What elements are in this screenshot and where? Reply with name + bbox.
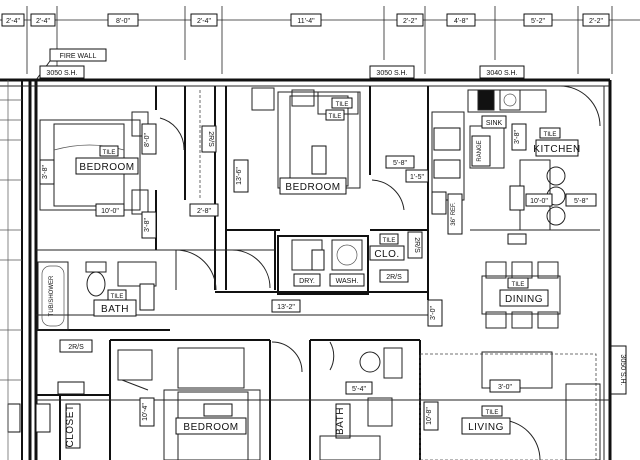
dim-3-0: 3'-0" xyxy=(430,306,437,320)
tile-tag-8: TILE xyxy=(111,294,124,300)
dim-8-0: 8'-0" xyxy=(144,133,151,147)
dim-5-4: 5'-4" xyxy=(352,386,366,393)
tile-tag-3: TILE xyxy=(329,114,342,120)
dim-top-4: 2'-4" xyxy=(197,18,211,25)
dim-kitchen-2: 10'-0" xyxy=(530,198,548,205)
fire-wall-label: FIRE WALL xyxy=(60,53,97,60)
label-refrigerator: 36" REF. xyxy=(451,202,457,226)
window-tag-4: 3050 S.H. xyxy=(619,354,626,385)
dim-10-8: 10'-8" xyxy=(426,407,433,425)
window-tag-1: 3050 S.H. xyxy=(46,70,77,77)
dim-top-9: 2'-2" xyxy=(589,18,603,25)
shelf-tag-2: 2R/S xyxy=(386,274,402,281)
left-bath: TUB/SHOWER BATH TILE xyxy=(37,261,157,331)
dim-1-5: 1'-5" xyxy=(410,174,424,181)
room-clo: CLO. xyxy=(374,249,399,260)
living: 3'-0" LIVING TILE 10'-8" xyxy=(419,351,601,460)
label-range: RANGE xyxy=(477,140,483,161)
room-bath-2: BATH xyxy=(335,407,346,435)
dim-13-6: 13'-6" xyxy=(236,167,243,185)
dim-top-1: 2'-4" xyxy=(6,18,20,25)
dim-top-2: 2'-4" xyxy=(36,18,50,25)
laundry: DRY. WASH. CLO. TILE 2R/S 2R/S 13'-2" 3'… xyxy=(271,231,443,327)
dim-top-6: 2'-2" xyxy=(403,18,417,25)
dim-10-0: 10'-0" xyxy=(101,208,119,215)
room-bedroom-center: BEDROOM xyxy=(285,182,340,193)
closets-top: 2R/S 2'-8" 13'-6" xyxy=(189,125,249,217)
dim-5-8: 5'-8" xyxy=(393,160,407,167)
dim-top-8: 5'-2" xyxy=(531,18,545,25)
dim-2-8: 2'-8" xyxy=(197,208,211,215)
tile-tag-7: TILE xyxy=(486,410,499,416)
room-living: LIVING xyxy=(468,422,504,433)
dim-10-4: 10'-4" xyxy=(142,403,149,421)
window-tag-2: 3050 S.H. xyxy=(376,70,407,77)
kitchen: KITCHEN TILE SINK RANGE 36" REF. 3'-8" 5… xyxy=(431,89,600,245)
room-bath: BATH xyxy=(101,304,129,315)
bottom-left: 2R/S CLOSET xyxy=(7,339,153,449)
tile-tag-6: TILE xyxy=(512,282,525,288)
tile-tag-4: TILE xyxy=(383,238,396,244)
label-tub-shower: TUB/SHOWER xyxy=(49,275,55,316)
dim-top-3: 8'-0" xyxy=(116,18,130,25)
center-bedroom: BEDROOM TILE TILE 5'-8" 1'-5" xyxy=(251,87,429,195)
shelf-tag-1: 2R/S xyxy=(207,131,214,147)
dim-top-7: 4'-8" xyxy=(454,18,468,25)
room-closet: CLOSET xyxy=(65,404,76,447)
dim-3-8: 3'-8" xyxy=(144,218,151,232)
bottom-bath: 5'-4" BATH xyxy=(319,347,403,460)
label-sink: SINK xyxy=(486,120,503,127)
room-kitchen: KITCHEN xyxy=(533,144,580,155)
label-dryer: DRY. xyxy=(299,278,315,285)
hatch-lines xyxy=(0,80,22,460)
tile-tag-5: TILE xyxy=(544,132,557,138)
top-dimension-string: 2'-4" 2'-4" 8'-0" 2'-4" 11'-4" 2'-2" 4'-… xyxy=(0,6,640,74)
room-bedroom-bottom: BEDROOM xyxy=(183,422,238,433)
dim-left-1: 3'-8" xyxy=(42,165,49,179)
label-washer: WASH. xyxy=(336,278,359,285)
dim-5-8b: 5'-8" xyxy=(574,198,588,205)
bottom-bedroom: BEDROOM 10'-4" xyxy=(139,347,261,460)
tile-tag-1: TILE xyxy=(103,150,116,156)
dim-13-2: 13'-2" xyxy=(277,304,295,311)
room-dining: DINING xyxy=(505,294,543,305)
tile-tag-2: TILE xyxy=(336,102,349,108)
shelf-tag-4: 2R/S xyxy=(68,344,84,351)
window-tag-3: 3040 S.H. xyxy=(486,70,517,77)
dining: DINING TILE xyxy=(481,261,561,329)
room-bedroom-left: BEDROOM xyxy=(79,162,134,173)
shelf-tag-3: 2R/S xyxy=(413,237,420,253)
dim-living-1: 3'-0" xyxy=(498,384,512,391)
left-bedroom: BEDROOM TILE 10'-0" 8'-0" 3'-8" 3'-8" xyxy=(39,111,157,239)
dim-3-8b: 3'-8" xyxy=(514,130,521,144)
dim-top-5: 11'-4" xyxy=(297,18,315,25)
window-tags: 3050 S.H. 3050 S.H. 3040 S.H. 3050 S.H. xyxy=(39,65,627,395)
exterior-walls xyxy=(0,78,612,460)
